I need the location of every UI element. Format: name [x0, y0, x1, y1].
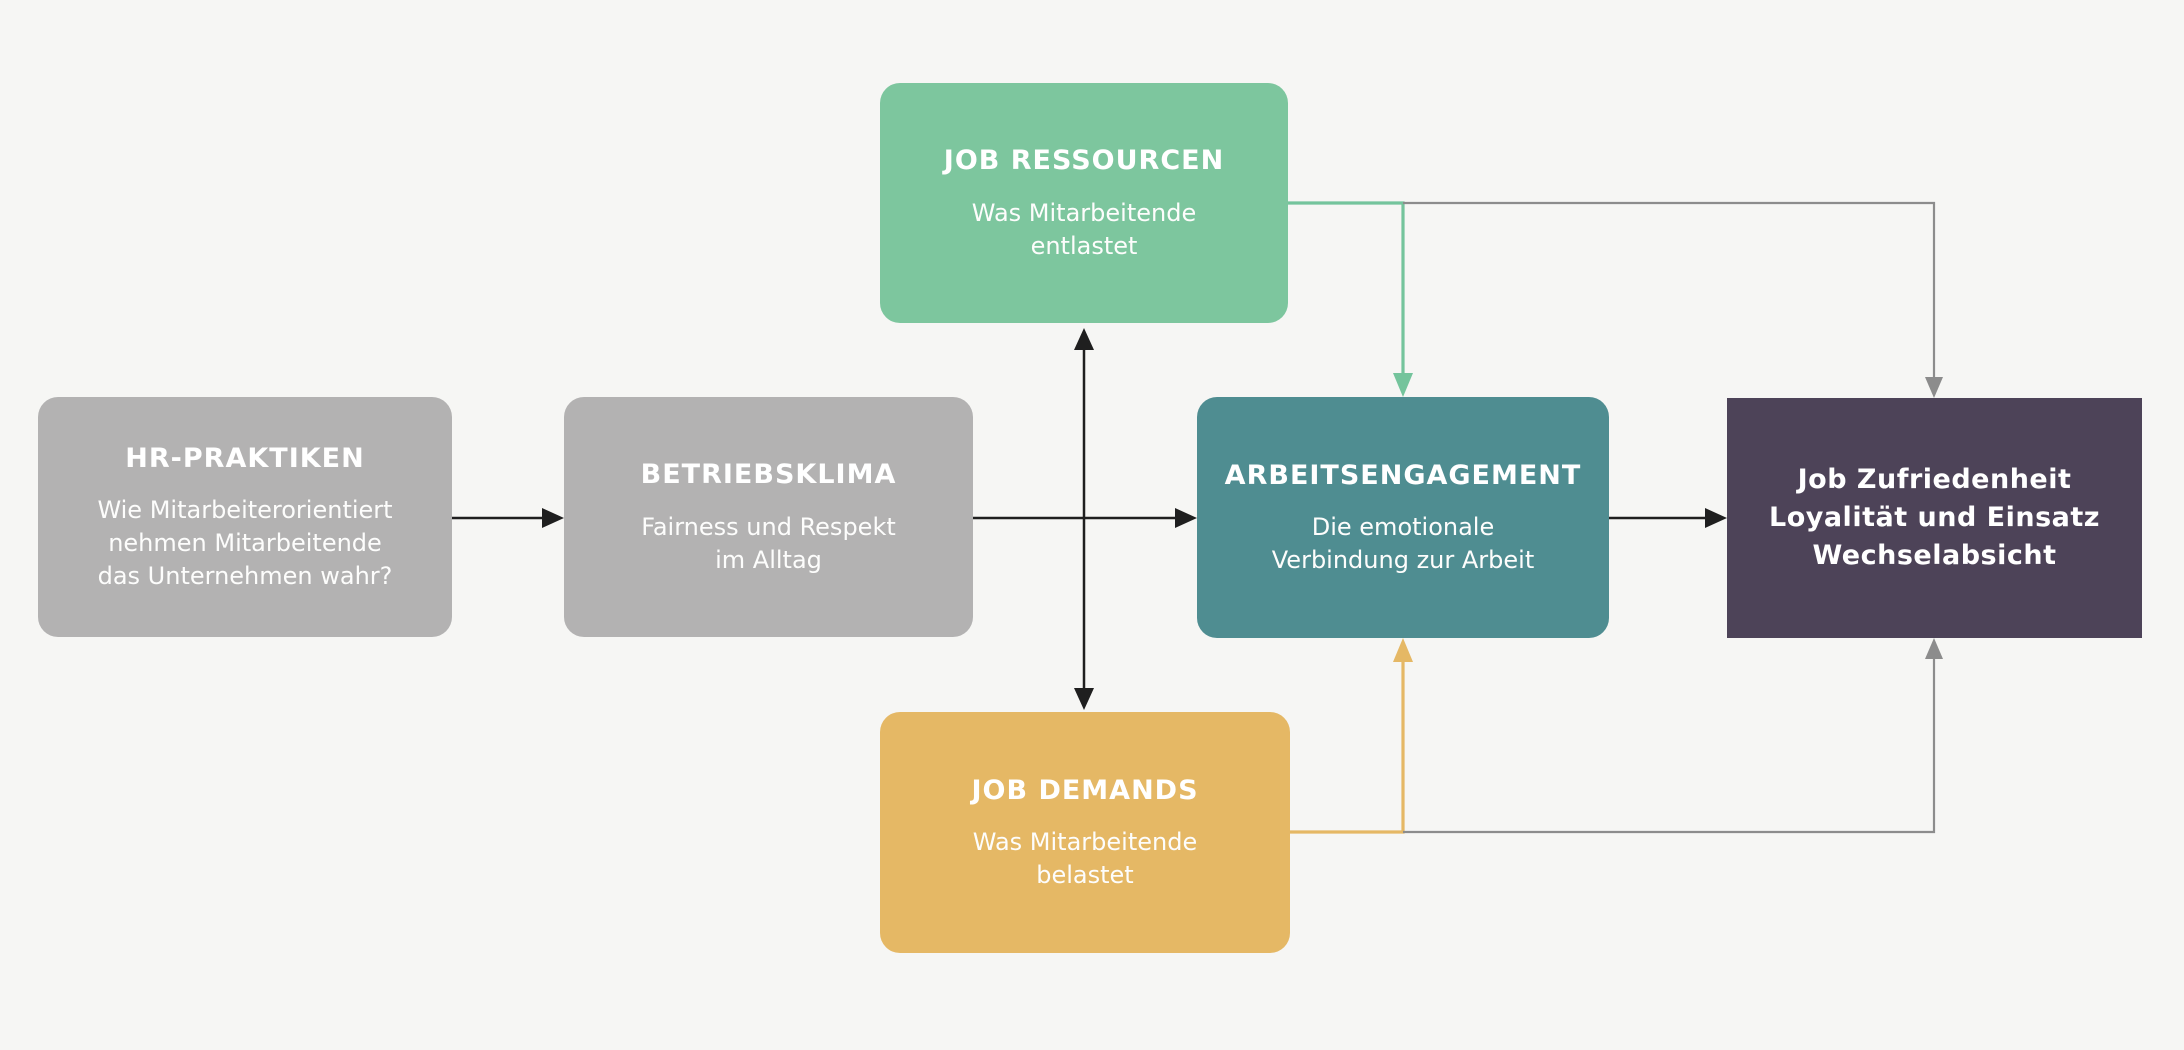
node-job-demands-title: JOB DEMANDS — [971, 774, 1199, 806]
node-outcomes: Job Zufriedenheit Loyalität und Einsatz … — [1727, 398, 2142, 638]
node-arbeitsengagement: ARBEITSENGAGEMENT Die emotionale Verbind… — [1197, 397, 1609, 638]
edge-ressourcen-to-engagement-line — [1288, 201, 1405, 375]
node-hr-praktiken: HR-PRAKTIKEN Wie Mitarbeiterorientiert n… — [38, 397, 452, 637]
edge-hr-to-klima-arrowhead — [542, 508, 564, 528]
node-hr-praktiken-title: HR-PRAKTIKEN — [125, 442, 365, 474]
node-job-ressourcen-subtitle: Was Mitarbeitende entlastet — [971, 198, 1197, 260]
node-job-demands-subtitle: Was Mitarbeitende belastet — [972, 828, 1198, 890]
edge-ressourcen-to-engagement-arrowhead — [1393, 373, 1413, 397]
edge-ressourcen-to-outcomes-line — [1403, 201, 1936, 380]
node-outcomes-title: Job Zufriedenheit Loyalität und Einsatz … — [1768, 464, 2101, 571]
edge-ressourcen-demands-arrowhead-down — [1074, 688, 1094, 710]
edge-ressourcen-demands-arrowhead-up — [1074, 328, 1094, 350]
node-job-ressourcen: JOB RESSOURCEN Was Mitarbeitende entlast… — [880, 83, 1288, 323]
node-hr-praktiken-subtitle: Wie Mitarbeiterorientiert nehmen Mitarbe… — [97, 496, 393, 591]
edge-demands-to-outcomes-line — [1403, 656, 1936, 834]
node-job-ressourcen-title: JOB RESSOURCEN — [943, 145, 1225, 177]
edge-engagement-to-outcomes-arrowhead — [1705, 508, 1727, 528]
node-arbeitsengagement-subtitle: Die emotionale Verbindung zur Arbeit — [1271, 513, 1535, 575]
edge-ressourcen-to-outcomes-arrowhead — [1925, 377, 1943, 398]
node-betriebsklima-subtitle: Fairness und Respekt im Alltag — [641, 512, 896, 574]
edge-demands-to-engagement-arrowhead — [1393, 638, 1413, 662]
node-betriebsklima: BETRIEBSKLIMA Fairness und Respekt im Al… — [564, 397, 973, 637]
edge-demands-to-outcomes-arrowhead — [1925, 638, 1943, 659]
edge-demands-to-engagement-line — [1290, 660, 1405, 834]
node-job-demands: JOB DEMANDS Was Mitarbeitende belastet — [880, 712, 1290, 953]
node-betriebsklima-title: BETRIEBSKLIMA — [640, 459, 897, 491]
edge-klima-to-engagement-arrowhead — [1175, 508, 1197, 528]
node-arbeitsengagement-title: ARBEITSENGAGEMENT — [1224, 459, 1582, 491]
